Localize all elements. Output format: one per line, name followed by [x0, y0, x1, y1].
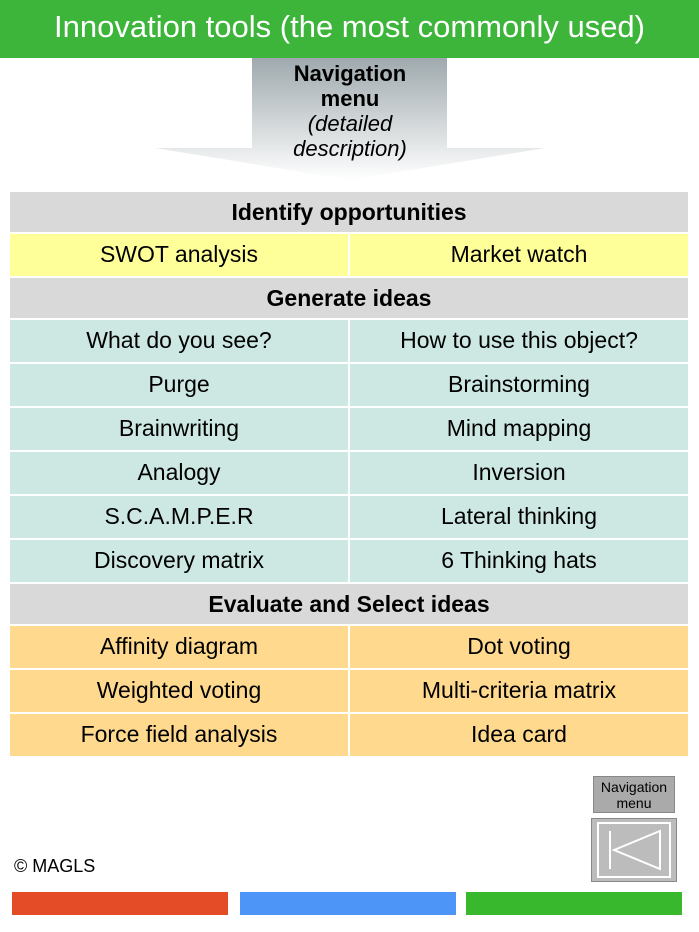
table-row: S.C.A.M.P.E.R Lateral thinking: [10, 496, 688, 538]
page-title: Innovation tools (the most commonly used…: [0, 0, 699, 58]
tool-how-to-use-this-object[interactable]: How to use this object?: [350, 320, 688, 362]
footer-bar-red: [12, 892, 228, 915]
tool-mind-mapping[interactable]: Mind mapping: [350, 408, 688, 450]
navigation-menu-label[interactable]: Navigation menu (detailed description): [195, 61, 505, 161]
section-identify-opportunities: Identify opportunities: [10, 192, 688, 232]
footer-bar-green: [466, 892, 682, 915]
tool-scamper[interactable]: S.C.A.M.P.E.R: [10, 496, 348, 538]
tool-force-field-analysis[interactable]: Force field analysis: [10, 714, 348, 756]
tool-analogy[interactable]: Analogy: [10, 452, 348, 494]
skip-back-icon: [597, 822, 671, 878]
nav-label-line3: (detailed: [307, 111, 393, 136]
table-row: Weighted voting Multi-criteria matrix: [10, 670, 688, 712]
table-row: Purge Brainstorming: [10, 364, 688, 406]
table-row: SWOT analysis Market watch: [10, 234, 688, 276]
table-row: Analogy Inversion: [10, 452, 688, 494]
tool-lateral-thinking[interactable]: Lateral thinking: [350, 496, 688, 538]
navigation-menu-arrow[interactable]: [155, 58, 545, 180]
tool-dot-voting[interactable]: Dot voting: [350, 626, 688, 668]
tool-market-watch[interactable]: Market watch: [350, 234, 688, 276]
table-row: Discovery matrix 6 Thinking hats: [10, 540, 688, 582]
tool-brainwriting[interactable]: Brainwriting: [10, 408, 348, 450]
down-arrow-icon: [155, 58, 545, 180]
tool-weighted-voting[interactable]: Weighted voting: [10, 670, 348, 712]
nav-label-line2: menu: [320, 86, 380, 111]
table-row: Affinity diagram Dot voting: [10, 626, 688, 668]
tool-what-do-you-see[interactable]: What do you see?: [10, 320, 348, 362]
table-row: Brainwriting Mind mapping: [10, 408, 688, 450]
tool-6-thinking-hats[interactable]: 6 Thinking hats: [350, 540, 688, 582]
back-to-start-button[interactable]: [591, 818, 677, 882]
tool-idea-card[interactable]: Idea card: [350, 714, 688, 756]
nav-label-line4: description): [293, 136, 407, 161]
table-row: What do you see? How to use this object?: [10, 320, 688, 362]
table-row: Force field analysis Idea card: [10, 714, 688, 756]
section-evaluate-select-ideas: Evaluate and Select ideas: [10, 584, 688, 624]
tool-brainstorming[interactable]: Brainstorming: [350, 364, 688, 406]
navigation-menu-button[interactable]: Navigation menu: [593, 776, 675, 813]
tool-discovery-matrix[interactable]: Discovery matrix: [10, 540, 348, 582]
nav-small-line2: menu: [616, 795, 652, 811]
nav-small-line1: Navigation: [600, 779, 668, 795]
tool-affinity-diagram[interactable]: Affinity diagram: [10, 626, 348, 668]
footer-bar-blue: [240, 892, 456, 915]
tool-purge[interactable]: Purge: [10, 364, 348, 406]
tool-inversion[interactable]: Inversion: [350, 452, 688, 494]
section-generate-ideas: Generate ideas: [10, 278, 688, 318]
nav-label-line1: Navigation: [293, 61, 407, 86]
copyright-text: © MAGLS: [14, 856, 96, 876]
tools-table: Identify opportunities SWOT analysis Mar…: [10, 192, 688, 758]
tool-swot-analysis[interactable]: SWOT analysis: [10, 234, 348, 276]
tool-multi-criteria-matrix[interactable]: Multi-criteria matrix: [350, 670, 688, 712]
